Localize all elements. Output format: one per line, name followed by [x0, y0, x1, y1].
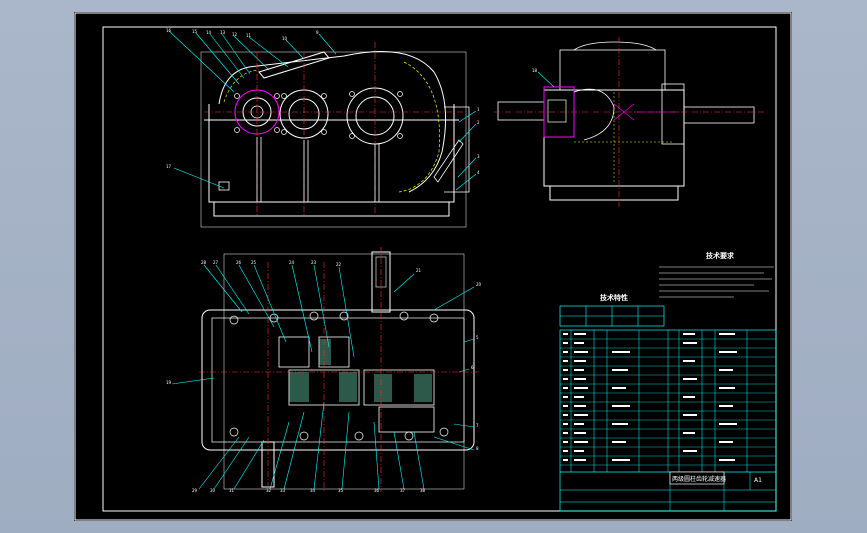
svg-text:26: 26 — [236, 260, 242, 265]
side-boss — [444, 106, 470, 193]
parts-list-columns — [570, 330, 748, 472]
parts-list-cell-marks — [563, 333, 737, 461]
svg-text:33: 33 — [280, 488, 286, 493]
side-item-label: 18 — [532, 68, 538, 73]
svg-text:17: 17 — [166, 164, 172, 169]
side-centerlines — [494, 37, 764, 207]
svg-text:16: 16 — [166, 28, 172, 33]
side-magenta-detail — [613, 103, 679, 121]
svg-text:38: 38 — [420, 488, 426, 493]
svg-text:19: 19 — [166, 380, 172, 385]
svg-text:24: 24 — [289, 260, 295, 265]
drain-plug — [218, 181, 230, 191]
input-shaft — [497, 101, 545, 121]
svg-text:32: 32 — [266, 488, 272, 493]
tech-features-title: 技术特性 — [600, 293, 628, 302]
svg-text:21: 21 — [416, 268, 422, 273]
svg-text:28: 28 — [201, 260, 207, 265]
svg-text:12: 12 — [232, 32, 238, 37]
front-leaders — [168, 30, 477, 191]
section-bolts — [229, 311, 449, 441]
technical-requirements: 技术要求 — [659, 251, 774, 298]
inner-frame — [102, 26, 777, 512]
section-leaders — [171, 264, 475, 490]
section-housing — [201, 309, 475, 451]
cover-curve — [218, 51, 447, 193]
section-view-boundary — [223, 253, 465, 490]
svg-text:14: 14 — [206, 30, 212, 35]
svg-text:35: 35 — [338, 488, 344, 493]
tech-req-lines — [659, 266, 774, 298]
tech-features-dividers — [560, 306, 664, 326]
inspection-cover — [258, 51, 330, 79]
svg-text:23: 23 — [311, 260, 317, 265]
base-flange — [213, 201, 450, 217]
svg-text:34: 34 — [310, 488, 316, 493]
section-housing-inner — [211, 317, 465, 443]
svg-text:5: 5 — [476, 335, 479, 340]
svg-text:8: 8 — [476, 446, 479, 451]
tech-req-title: 技术要求 — [706, 251, 735, 260]
oil-dipstick — [433, 139, 464, 183]
bolt-holes — [234, 91, 403, 139]
svg-text:36: 36 — [374, 488, 380, 493]
svg-text:7: 7 — [476, 423, 479, 428]
svg-text:11: 11 — [246, 33, 252, 38]
side-hidden-lines — [574, 92, 674, 182]
hidden-arc-left — [223, 69, 260, 103]
section-item-labels: 28 27 26 25 24 23 22 21 20 5 6 7 8 19 29 30 31 32 33… — [166, 260, 482, 493]
side-leader — [537, 71, 555, 88]
svg-text:31: 31 — [229, 488, 235, 493]
side-base — [549, 185, 679, 201]
svg-text:6: 6 — [471, 365, 474, 370]
title-block-name: 两级圆柱齿轮减速器 — [672, 475, 726, 483]
parts-list: 两级圆柱齿轮减速器 A1 — [559, 329, 777, 512]
svg-text:25: 25 — [251, 260, 257, 265]
svg-text:3: 3 — [477, 154, 480, 159]
sheet-size-label: A1 — [754, 477, 762, 484]
svg-text:37: 37 — [400, 488, 406, 493]
svg-text:22: 22 — [336, 262, 342, 267]
housing-ribs — [256, 137, 380, 202]
svg-text:13: 13 — [220, 30, 226, 35]
svg-text:15: 15 — [192, 29, 198, 34]
svg-text:10: 10 — [282, 36, 288, 41]
title-block: 两级圆柱齿轮减速器 A1 — [560, 471, 776, 511]
section-keyway — [375, 256, 387, 288]
side-view: 18 — [494, 37, 764, 207]
technical-features-table: 技术特性 — [559, 293, 665, 327]
hidden-arc-right — [398, 61, 440, 193]
svg-text:9: 9 — [316, 30, 319, 35]
svg-text:29: 29 — [192, 488, 198, 493]
side-cover-top — [559, 49, 666, 91]
side-bearing-cap — [547, 99, 567, 123]
svg-text:4: 4 — [477, 170, 480, 175]
side-bearing-right — [661, 83, 685, 145]
svg-text:30: 30 — [210, 488, 216, 493]
bearing-2-inner — [288, 98, 320, 130]
front-view-boundary — [200, 51, 467, 228]
side-cover-arch — [573, 41, 657, 51]
side-section-curve — [573, 88, 615, 141]
svg-text:1: 1 — [477, 107, 480, 112]
svg-text:20: 20 — [476, 282, 482, 287]
title-name-cell — [669, 471, 725, 485]
outer-frame — [74, 12, 792, 521]
output-shaft — [683, 106, 755, 124]
svg-text:2: 2 — [477, 120, 480, 125]
side-bearing-left — [543, 86, 575, 138]
svg-text:27: 27 — [213, 260, 219, 265]
section-hatching — [289, 339, 432, 402]
section-centerlines — [199, 247, 479, 492]
section-view: 28 27 26 25 24 23 22 21 20 5 6 7 8 19 29 30 31 32 33… — [166, 247, 482, 493]
